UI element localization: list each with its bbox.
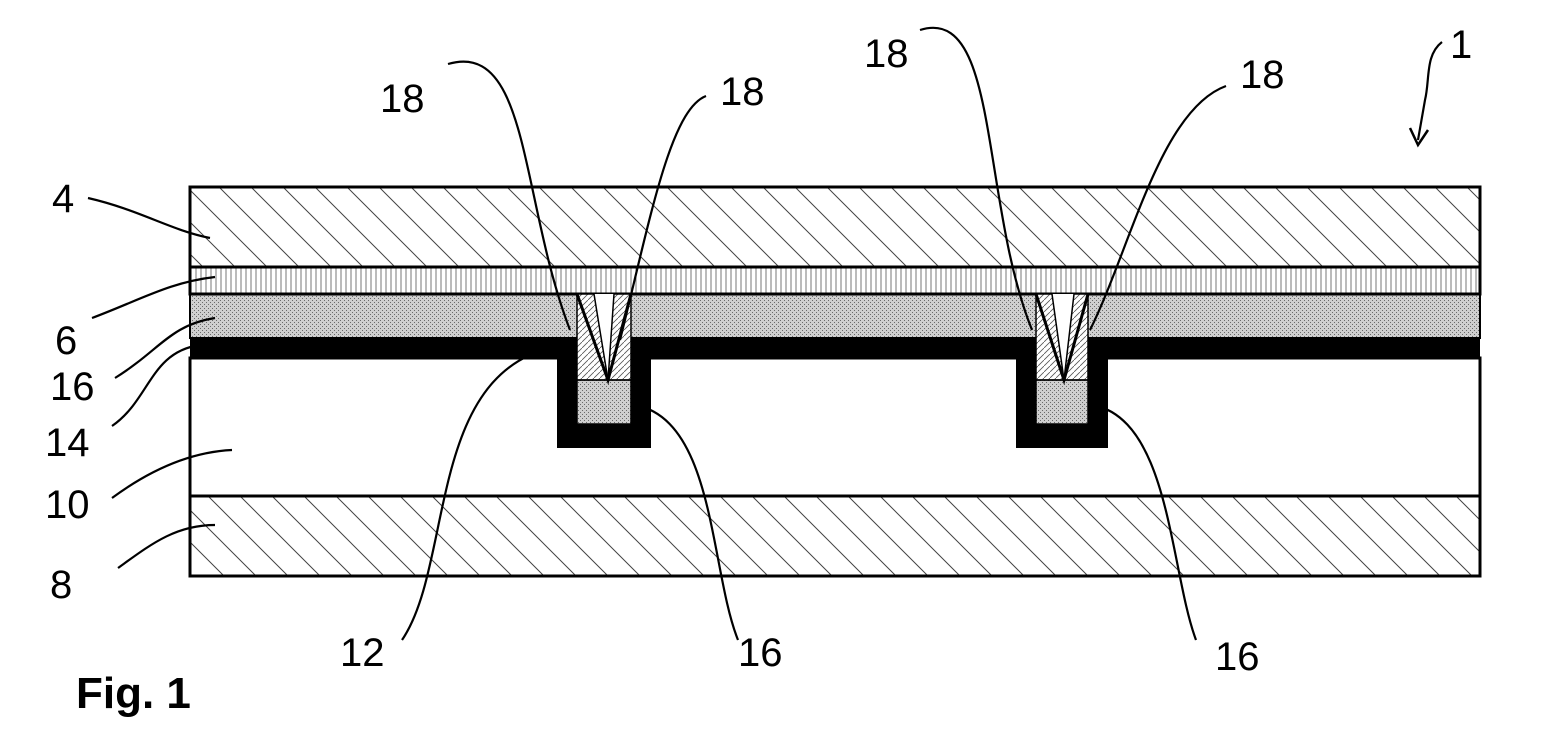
interlayer [190,267,1480,294]
label-1: 1 [1450,23,1472,67]
leader-14 [112,345,200,426]
label-12: 12 [340,631,385,675]
label-18-c: 18 [864,32,909,76]
substrate [190,358,1480,496]
base-plate [190,496,1480,576]
label-4: 4 [52,177,74,221]
label-16-right-groove: 16 [1215,635,1260,679]
label-18-b: 18 [720,70,765,114]
label-8: 8 [50,563,72,607]
figure-title: Fig. 1 [76,669,191,718]
leader-1 [1418,42,1442,140]
groove-fill-right [1036,380,1088,424]
label-18-a: 18 [380,77,425,121]
groove-fill-left [577,380,631,424]
label-16-left-groove: 16 [738,631,783,675]
top-cover-plate [190,187,1480,267]
fill-layer [190,294,1480,338]
label-14: 14 [45,421,90,465]
label-18-d: 18 [1240,53,1285,97]
label-16: 16 [50,365,95,409]
label-10: 10 [45,483,90,527]
label-6: 6 [55,319,77,363]
